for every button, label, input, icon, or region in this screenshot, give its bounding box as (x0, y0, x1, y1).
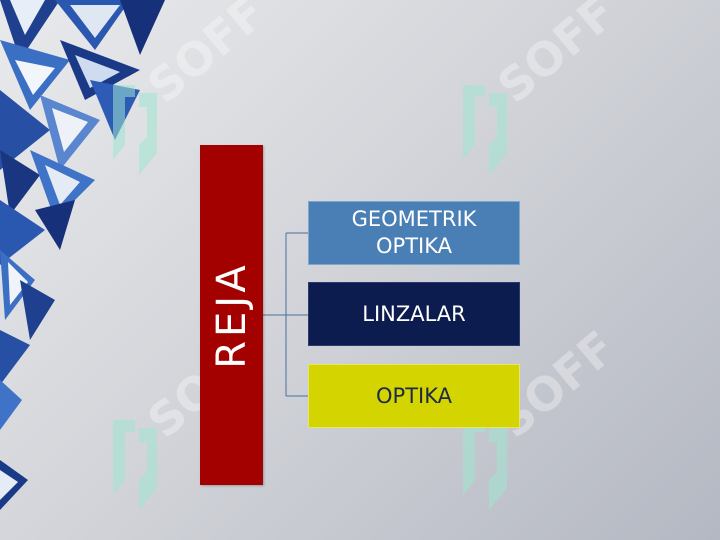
item-label: OPTIKA (376, 383, 452, 408)
item-linzalar: LINZALAR (308, 282, 520, 346)
item-label: LINZALAR (362, 301, 466, 326)
title-bar: REJA (200, 145, 263, 485)
slide-title: REJA (208, 261, 255, 369)
item-optika: OPTIKA (308, 364, 520, 428)
item-geometrik-optika: GEOMETRIK OPTIKA (308, 201, 520, 265)
item-label: GEOMETRIK OPTIKA (351, 207, 477, 258)
